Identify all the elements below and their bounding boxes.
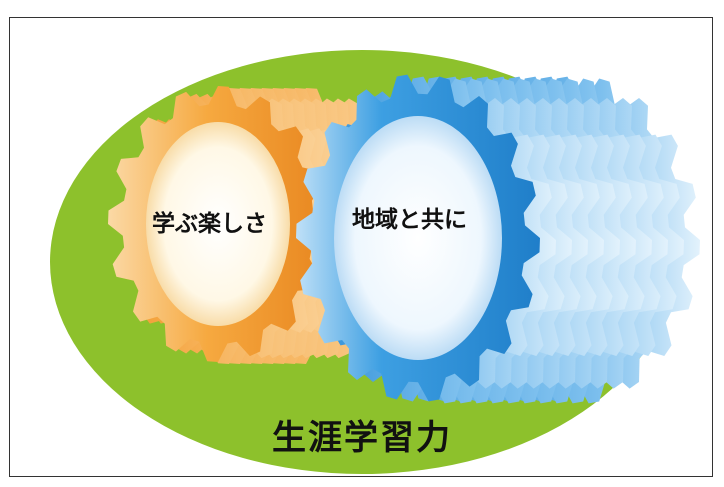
right-gear-label: 地域と共に — [352, 207, 467, 233]
left-gear-center — [146, 122, 290, 326]
right-gear-center — [334, 116, 502, 360]
bottom-title: 生涯学習力 — [272, 418, 452, 458]
left-gear-label: 学ぶ楽しさ — [152, 211, 267, 237]
